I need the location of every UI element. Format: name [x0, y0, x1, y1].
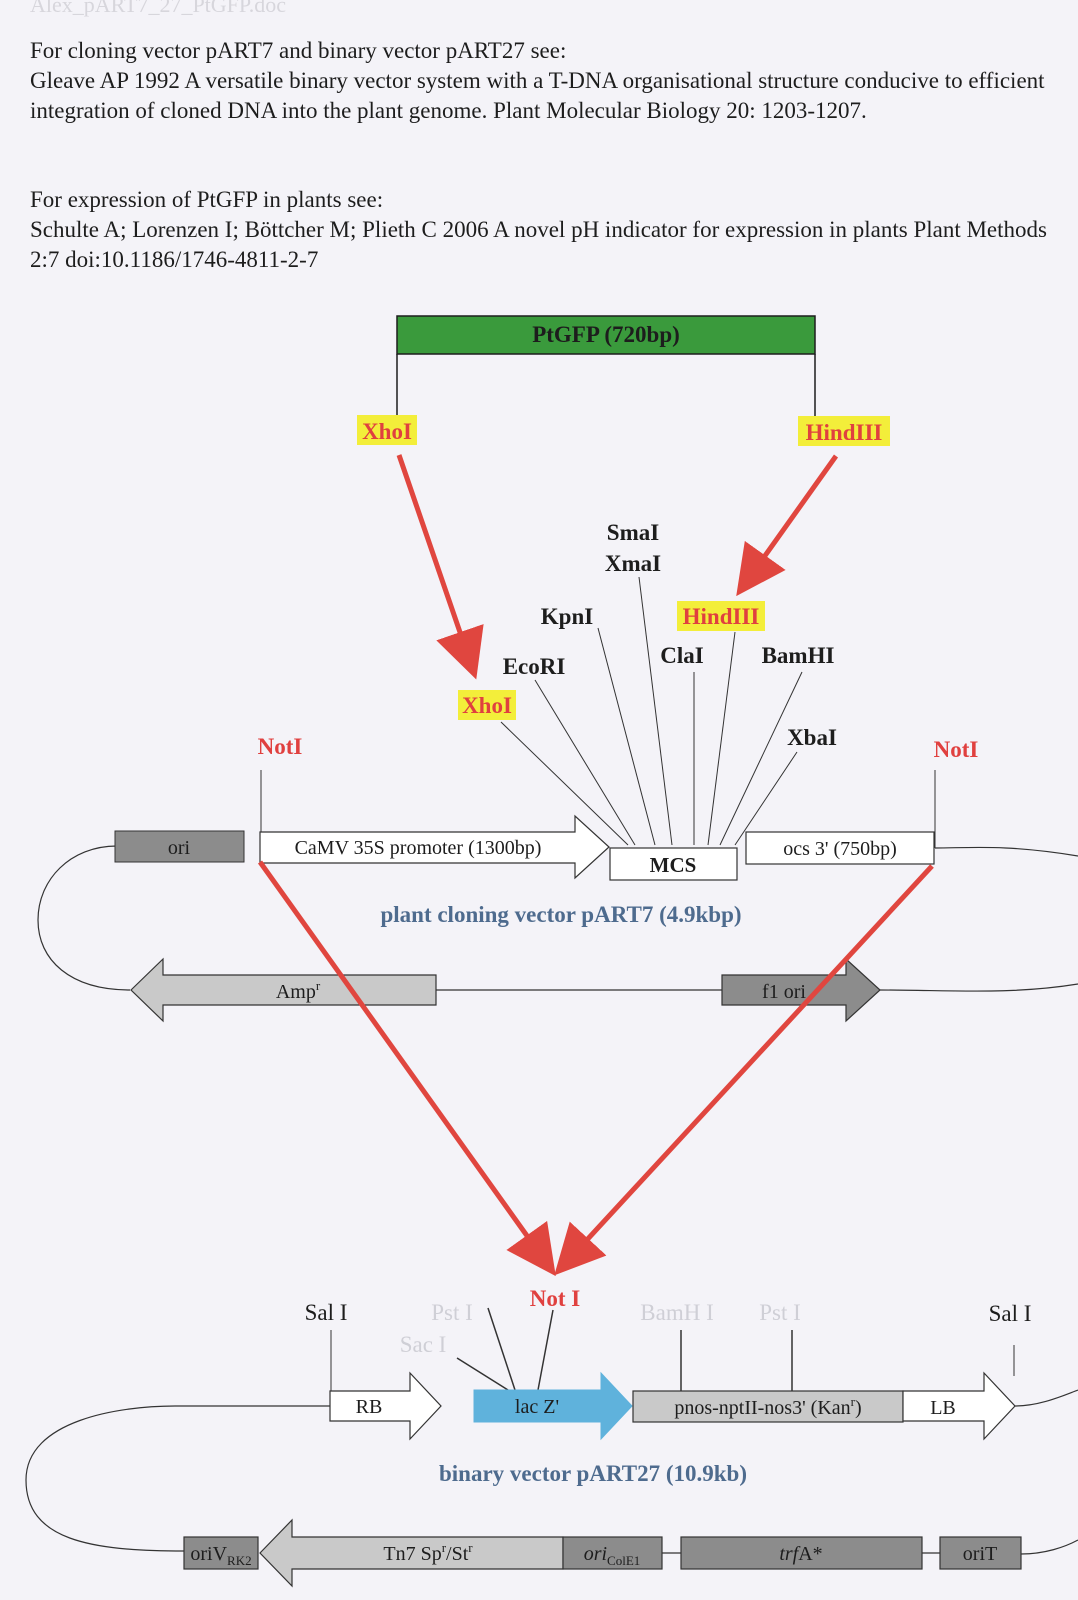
trfa-label: trfA*: [779, 1543, 822, 1565]
xhoi-mcs-site: XhoI: [462, 693, 512, 718]
lb-label: LB: [930, 1397, 956, 1419]
expression-citation: Schulte A; Lorenzen I; Böttcher M; Pliet…: [30, 217, 1047, 272]
noti-part27-site: Not I: [530, 1286, 581, 1311]
f1-ori-arrow: [721, 957, 881, 1023]
f1-ori-label: f1 ori: [762, 981, 806, 1003]
bamhi-site: BamHI: [762, 643, 835, 668]
mcs-box: [609, 847, 738, 881]
xhoi-arrow: [396, 454, 484, 680]
orit-label: oriT: [963, 1543, 997, 1565]
noti-left-site: NotI: [258, 734, 303, 759]
kan-cassette-box: [632, 1390, 904, 1423]
bamhi-part27-site: BamH I: [640, 1300, 713, 1325]
mcs-label: MCS: [650, 853, 697, 877]
lacz-arrow: [473, 1371, 633, 1441]
hindiii-insert-site: HindIII: [806, 420, 883, 445]
kpni-site: KpnI: [541, 604, 593, 629]
ori-label: ori: [168, 837, 191, 859]
kan-cassette-label: pnos-nptII-nos3' (Kanr): [674, 1394, 861, 1419]
colE1-label: oriColE1: [584, 1543, 641, 1568]
sali-right-site: Sal I: [989, 1301, 1032, 1326]
ptgfp-insert-box: [396, 315, 816, 355]
part7-backbone-right-top: [934, 846, 1078, 857]
cloning-reference: For cloning vector pART7 and binary vect…: [30, 36, 1050, 126]
part27-title: binary vector pART27 (10.9kb): [439, 1461, 747, 1486]
cloning-intro: For cloning vector pART7 and binary vect…: [30, 38, 567, 63]
ecori-site: EcoRI: [503, 654, 566, 679]
expression-intro: For expression of PtGFP in plants see:: [30, 187, 384, 212]
orit-box: [939, 1536, 1022, 1570]
hindiii-mcs-site: HindIII: [683, 604, 760, 629]
part27-backbone-right-top: [1014, 1389, 1078, 1407]
part27-site-lines: [456, 1307, 793, 1391]
xhoi-insert-site: XhoI: [362, 419, 412, 444]
xhoi-insert-highlight: [357, 415, 417, 445]
psti-right-site: Pst I: [759, 1300, 801, 1325]
hindiii-arrow: [736, 454, 839, 597]
document-filename: Alex_pART7_27_PtGFP.doc: [30, 0, 286, 17]
camv-promoter-label: CaMV 35S promoter (1300bp): [295, 837, 542, 859]
rb-label: RB: [356, 1396, 383, 1418]
ocs-terminator-label: ocs 3' (750bp): [783, 838, 897, 860]
ampr-label: Ampr: [276, 978, 321, 1003]
part7-backbone-left: [37, 845, 131, 991]
psti-left-site: Pst I: [431, 1300, 473, 1325]
camv-promoter-arrow: [259, 814, 610, 880]
sali-left-site: Sal I: [305, 1300, 348, 1325]
rb-arrow: [329, 1371, 442, 1441]
tn7-label: Tn7 Spr/Str: [383, 1540, 473, 1565]
expression-reference: For expression of PtGFP in plants see: S…: [30, 185, 1050, 275]
ori-box: [114, 830, 245, 863]
clai-site: ClaI: [660, 643, 704, 668]
part7-title: plant cloning vector pART7 (4.9kbp): [380, 902, 741, 927]
noti-right-arrow: [554, 864, 934, 1276]
oriv-box: [183, 1536, 259, 1570]
cloning-citation: Gleave AP 1992 A versatile binary vector…: [30, 68, 1045, 123]
noti-right-site: NotI: [934, 737, 979, 762]
part27-backbone-left: [25, 1405, 330, 1552]
part27-backbone-right-bottom: [1020, 1539, 1078, 1555]
lb-arrow: [902, 1371, 1016, 1441]
ocs-terminator-box: [745, 831, 935, 865]
noti-left-arrow: [257, 860, 556, 1277]
smai-site: SmaI: [607, 520, 659, 545]
saci-site: Sac I: [400, 1332, 447, 1357]
hindiii-insert-highlight: [798, 416, 890, 446]
ptgfp-label: PtGFP (720bp): [532, 322, 680, 347]
hindiii-mcs-highlight: [677, 601, 765, 631]
ampr-arrow: [130, 957, 437, 1023]
xbai-site: XbaI: [787, 725, 837, 750]
mcs-fan-lines: [500, 576, 803, 846]
lacz-label: lac Z': [515, 1396, 559, 1418]
xmai-site: XmaI: [605, 551, 661, 576]
part7-backbone-right-bottom: [879, 983, 1078, 992]
oriv-label: oriVRK2: [190, 1543, 251, 1568]
xhoi-mcs-highlight: [458, 690, 516, 720]
